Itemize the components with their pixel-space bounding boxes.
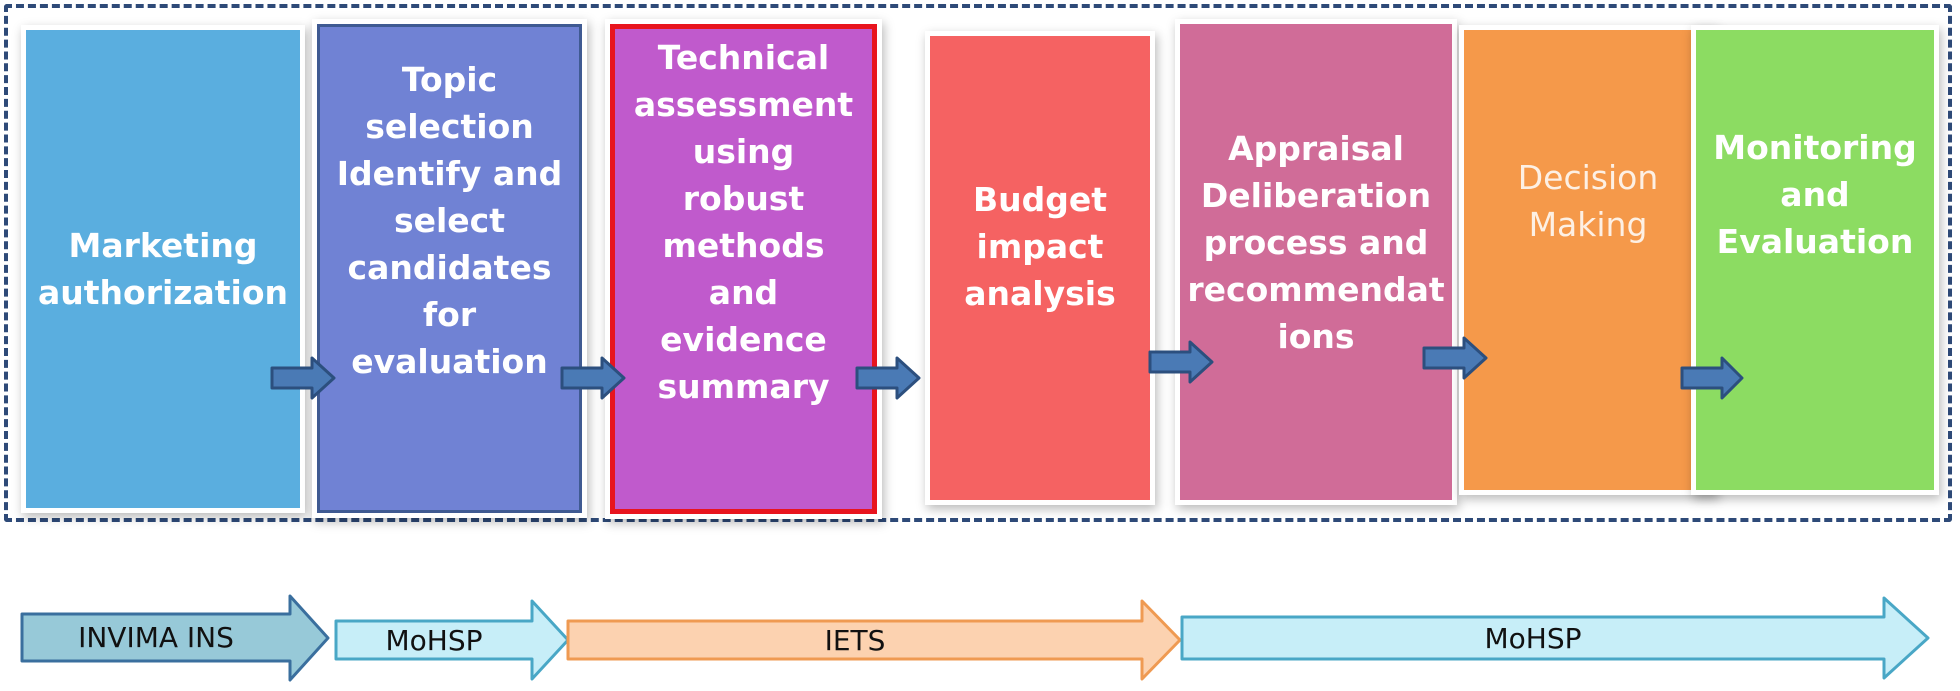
step-decision-making: Decision Making: [1464, 30, 1712, 490]
step-label: Monitoring and Evaluation: [1713, 127, 1917, 261]
step-label: Decision Making: [1517, 158, 1659, 244]
step-label: Technical assessment using robust method…: [633, 38, 854, 406]
process-frame: [4, 4, 1952, 522]
step-appraisal-deliberation: Appraisal Deliberation process and recom…: [1180, 24, 1452, 500]
actor-label-iets: IETS: [824, 623, 886, 657]
actor-arrow-mohsp-1: [334, 599, 570, 681]
actor-label-mohsp-1: MoHSP: [385, 623, 483, 657]
step-monitoring-evaluation: Monitoring and Evaluation: [1696, 30, 1934, 490]
actor-arrow-invima-ins: [20, 594, 330, 682]
step-label: Budget impact analysis: [964, 179, 1116, 313]
step-label: Appraisal Deliberation process and recom…: [1187, 128, 1445, 356]
actor-label-invima-ins: INVIMA INS: [78, 621, 234, 654]
step-topic-selection: Topic selection Identify and select cand…: [317, 24, 582, 513]
step-budget-impact: Budget impact analysis: [930, 36, 1150, 500]
step-technical-assessment: Technical assessment using robust method…: [610, 24, 877, 514]
step-marketing-authorization: Marketing authorization: [26, 30, 300, 508]
actor-arrow-iets: [566, 599, 1182, 681]
actor-arrow-mohsp-2: [1180, 596, 1930, 680]
step-label: Topic selection Identify and select cand…: [336, 60, 563, 381]
step-label: Marketing authorization: [38, 226, 289, 312]
actor-label-mohsp-2: MoHSP: [1484, 621, 1582, 655]
